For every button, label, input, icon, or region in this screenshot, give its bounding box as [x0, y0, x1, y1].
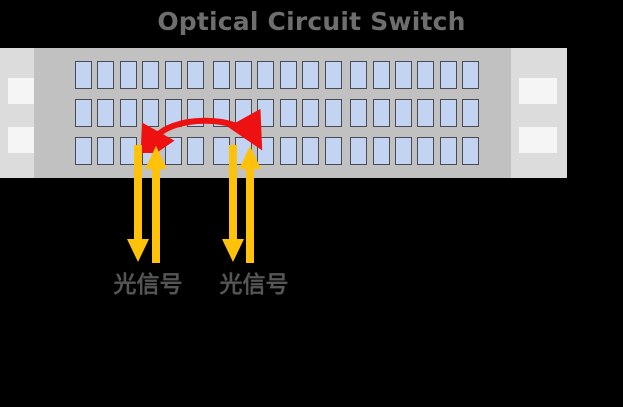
optical-port: [395, 99, 412, 127]
optical-port: [324, 99, 342, 127]
optical-port: [187, 61, 204, 89]
optical-port: [302, 61, 320, 89]
optical-port: [350, 61, 368, 89]
arrow-up-icon: [145, 146, 167, 263]
signal-label-right: 光信号: [219, 272, 289, 298]
optical-port: [417, 61, 435, 89]
optical-port: [395, 137, 412, 165]
switching-arrow-icon: [140, 108, 263, 153]
optical-port: [75, 99, 92, 127]
optical-port: [324, 137, 342, 165]
screw-hole-top-right: [519, 78, 557, 104]
optical-port: [279, 61, 297, 89]
chassis-faceplate: [34, 48, 534, 178]
optical-port: [302, 99, 320, 127]
port-row: [75, 61, 491, 89]
optical-port: [119, 99, 137, 127]
optical-port: [439, 61, 457, 89]
screw-hole-bottom-right: [519, 127, 557, 153]
optical-port: [119, 61, 137, 89]
optical-port: [462, 61, 480, 89]
optical-port: [462, 99, 480, 127]
optical-port: [372, 61, 390, 89]
optical-port: [97, 61, 115, 89]
optical-port: [97, 99, 115, 127]
rack-bracket-right: [511, 48, 567, 178]
page-title: Optical Circuit Switch: [157, 7, 466, 36]
optical-port: [279, 137, 297, 165]
optical-port: [279, 99, 297, 127]
optical-port: [350, 99, 368, 127]
optical-port: [372, 99, 390, 127]
optical-port: [142, 61, 160, 89]
optical-port: [235, 61, 252, 89]
arrow-down-icon: [127, 145, 149, 262]
optical-port: [439, 99, 457, 127]
optical-port: [439, 137, 457, 165]
optical-port: [417, 137, 435, 165]
optical-port: [75, 61, 92, 89]
arrow-up-icon: [239, 146, 261, 263]
optical-port: [97, 137, 115, 165]
signal-label-left: 光信号: [113, 272, 183, 298]
switch-chassis: [0, 48, 567, 178]
optical-port: [212, 61, 230, 89]
optical-port: [75, 137, 92, 165]
optical-port: [324, 61, 342, 89]
arrow-down-icon: [222, 145, 244, 262]
optical-port: [395, 61, 412, 89]
optical-port: [350, 137, 368, 165]
optical-port: [164, 61, 182, 89]
optical-port: [257, 61, 275, 89]
optical-port: [462, 137, 480, 165]
optical-port: [302, 137, 320, 165]
optical-port: [372, 137, 390, 165]
optical-port: [417, 99, 435, 127]
